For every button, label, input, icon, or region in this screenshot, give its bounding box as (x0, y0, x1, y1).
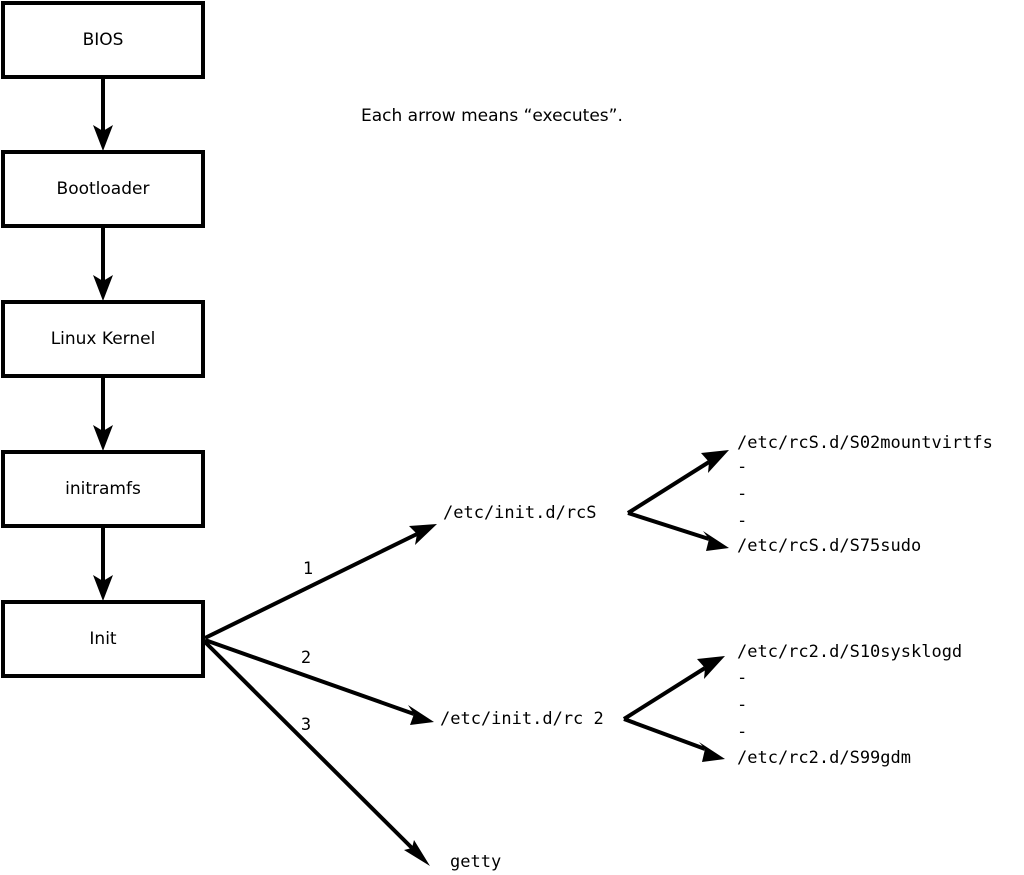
arrow-init-to-rcs: 1 (204, 524, 437, 640)
arrow-init-to-getty-line (203, 640, 414, 850)
node-rcs-first-label: /etc/rcS.d/S02mountvirtfs (737, 433, 993, 453)
node-bios-rect (1, 1, 205, 79)
ellipsis-dash: - (737, 722, 747, 742)
arrow-rcs-to-last-head (703, 531, 729, 551)
node-rc2-label: /etc/init.d/rc 2 (440, 709, 604, 729)
node-init-rect (1, 600, 205, 678)
node-rcs-last-label: /etc/rcS.d/S75sudo (737, 536, 921, 556)
ellipsis-dash: - (737, 457, 747, 477)
caption-executes: Each arrow means “executes”. (361, 106, 623, 126)
node-linux-kernel-label: Linux Kernel (51, 329, 156, 349)
arrow-init-to-rcs-head (409, 524, 437, 545)
arrow-rcs-to-first-head (701, 450, 729, 473)
arrow-initramfs-to-init-head (93, 575, 113, 601)
arrow-rcs-to-last-line (627, 511, 710, 541)
arrow-rc2-to-last (623, 717, 725, 762)
arrow-bios-to-bootloader (93, 77, 113, 151)
arrow-rc2-to-first (622, 656, 725, 721)
node-bootloader-label: Bootloader (57, 179, 150, 199)
ellipsis-rcs: - - - (737, 457, 747, 531)
ellipsis-dash: - (737, 695, 747, 715)
arrow-kernel-to-initramfs-head (93, 425, 113, 451)
arrow-bios-to-bootloader-head (93, 125, 113, 151)
node-rc2-first-label: /etc/rc2.d/S10sysklogd (737, 642, 962, 662)
node-getty-label: getty (450, 852, 501, 872)
ellipsis-rc2: - - - (737, 668, 747, 742)
ellipsis-dash: - (737, 668, 747, 688)
node-bios-label: BIOS (83, 30, 124, 50)
node-initramfs-label: initramfs (65, 479, 141, 499)
ellipsis-dash: - (737, 511, 747, 531)
arrow-init-to-rc2-line (204, 638, 415, 716)
node-rc2-last-label: /etc/rc2.d/S99gdm (737, 748, 911, 768)
arrow-initramfs-to-init (93, 526, 113, 601)
edge-label-1: 1 (303, 559, 313, 579)
arrow-rc2-to-first-head (697, 656, 725, 679)
ellipsis-dash: - (737, 484, 747, 504)
node-linux-kernel: Linux Kernel (1, 300, 205, 378)
arrow-rc2-to-last-head (699, 742, 725, 762)
arrow-bootloader-to-kernel (93, 226, 113, 301)
node-bootloader-rect (1, 150, 205, 228)
arrow-kernel-to-initramfs (93, 376, 113, 451)
edge-label-2: 2 (301, 648, 311, 668)
arrow-rcs-to-first (626, 450, 729, 515)
arrow-init-to-getty-head (404, 840, 430, 866)
arrow-init-to-getty: 3 (203, 640, 430, 866)
node-bootloader: Bootloader (1, 150, 205, 228)
node-bios: BIOS (1, 1, 205, 79)
arrow-rc2-to-first-line (622, 666, 707, 721)
node-rcs-label: /etc/init.d/rcS (443, 503, 597, 523)
arrow-init-to-rc2: 2 (204, 638, 434, 725)
node-initramfs: initramfs (1, 450, 205, 528)
edge-label-3: 3 (301, 715, 311, 735)
arrow-bootloader-to-kernel-head (93, 275, 113, 301)
arrow-init-to-rcs-line (204, 532, 418, 640)
node-init-label: Init (89, 629, 117, 649)
arrow-rcs-to-first-line (626, 460, 711, 515)
arrow-rc2-to-last-line (623, 717, 706, 751)
node-linux-kernel-rect (1, 300, 205, 378)
arrow-rcs-to-last (627, 511, 729, 551)
node-init: Init (1, 600, 205, 678)
arrow-init-to-rc2-head (408, 705, 434, 725)
